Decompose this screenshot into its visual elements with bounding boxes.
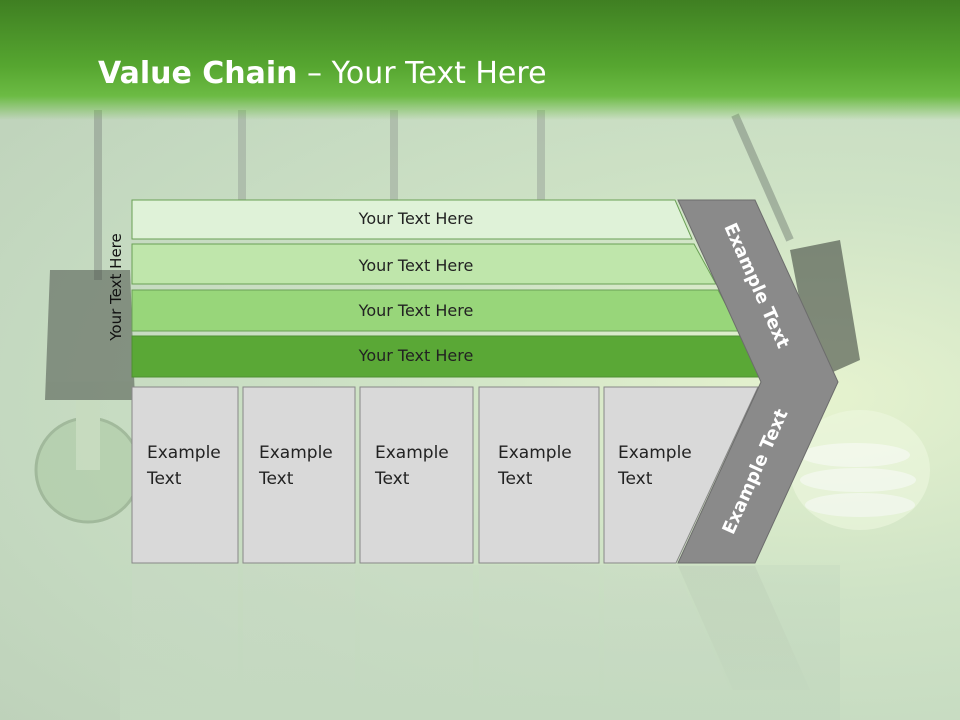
reflection-fade [120, 565, 840, 720]
box-1 [131, 386, 239, 564]
title-rest: – Your Text Here [297, 56, 547, 91]
box-label-2: Example Text [259, 443, 333, 489]
box-label-1: Example Text [147, 443, 221, 489]
slide-title: Value Chain – Your Text Here [98, 54, 547, 94]
box-label-5: Example Text [618, 443, 692, 489]
title-bar [0, 0, 960, 120]
row-label-4: Your Text Here [358, 346, 474, 365]
side-label: Your Text Here [107, 233, 125, 341]
row-label-3: Your Text Here [358, 301, 474, 320]
box-5 [603, 386, 759, 564]
box-label-4: Example Text [498, 443, 572, 489]
row-bar-1 [131, 199, 693, 240]
box-4 [478, 386, 600, 564]
chevron-arrow [677, 199, 839, 564]
title-bold: Value Chain [98, 56, 298, 91]
box-2 [242, 386, 356, 564]
box-label-3: Example Text [375, 443, 449, 489]
box-3 [359, 386, 474, 564]
row-label-2: Your Text Here [358, 256, 474, 275]
row-label-1: Your Text Here [358, 209, 474, 228]
